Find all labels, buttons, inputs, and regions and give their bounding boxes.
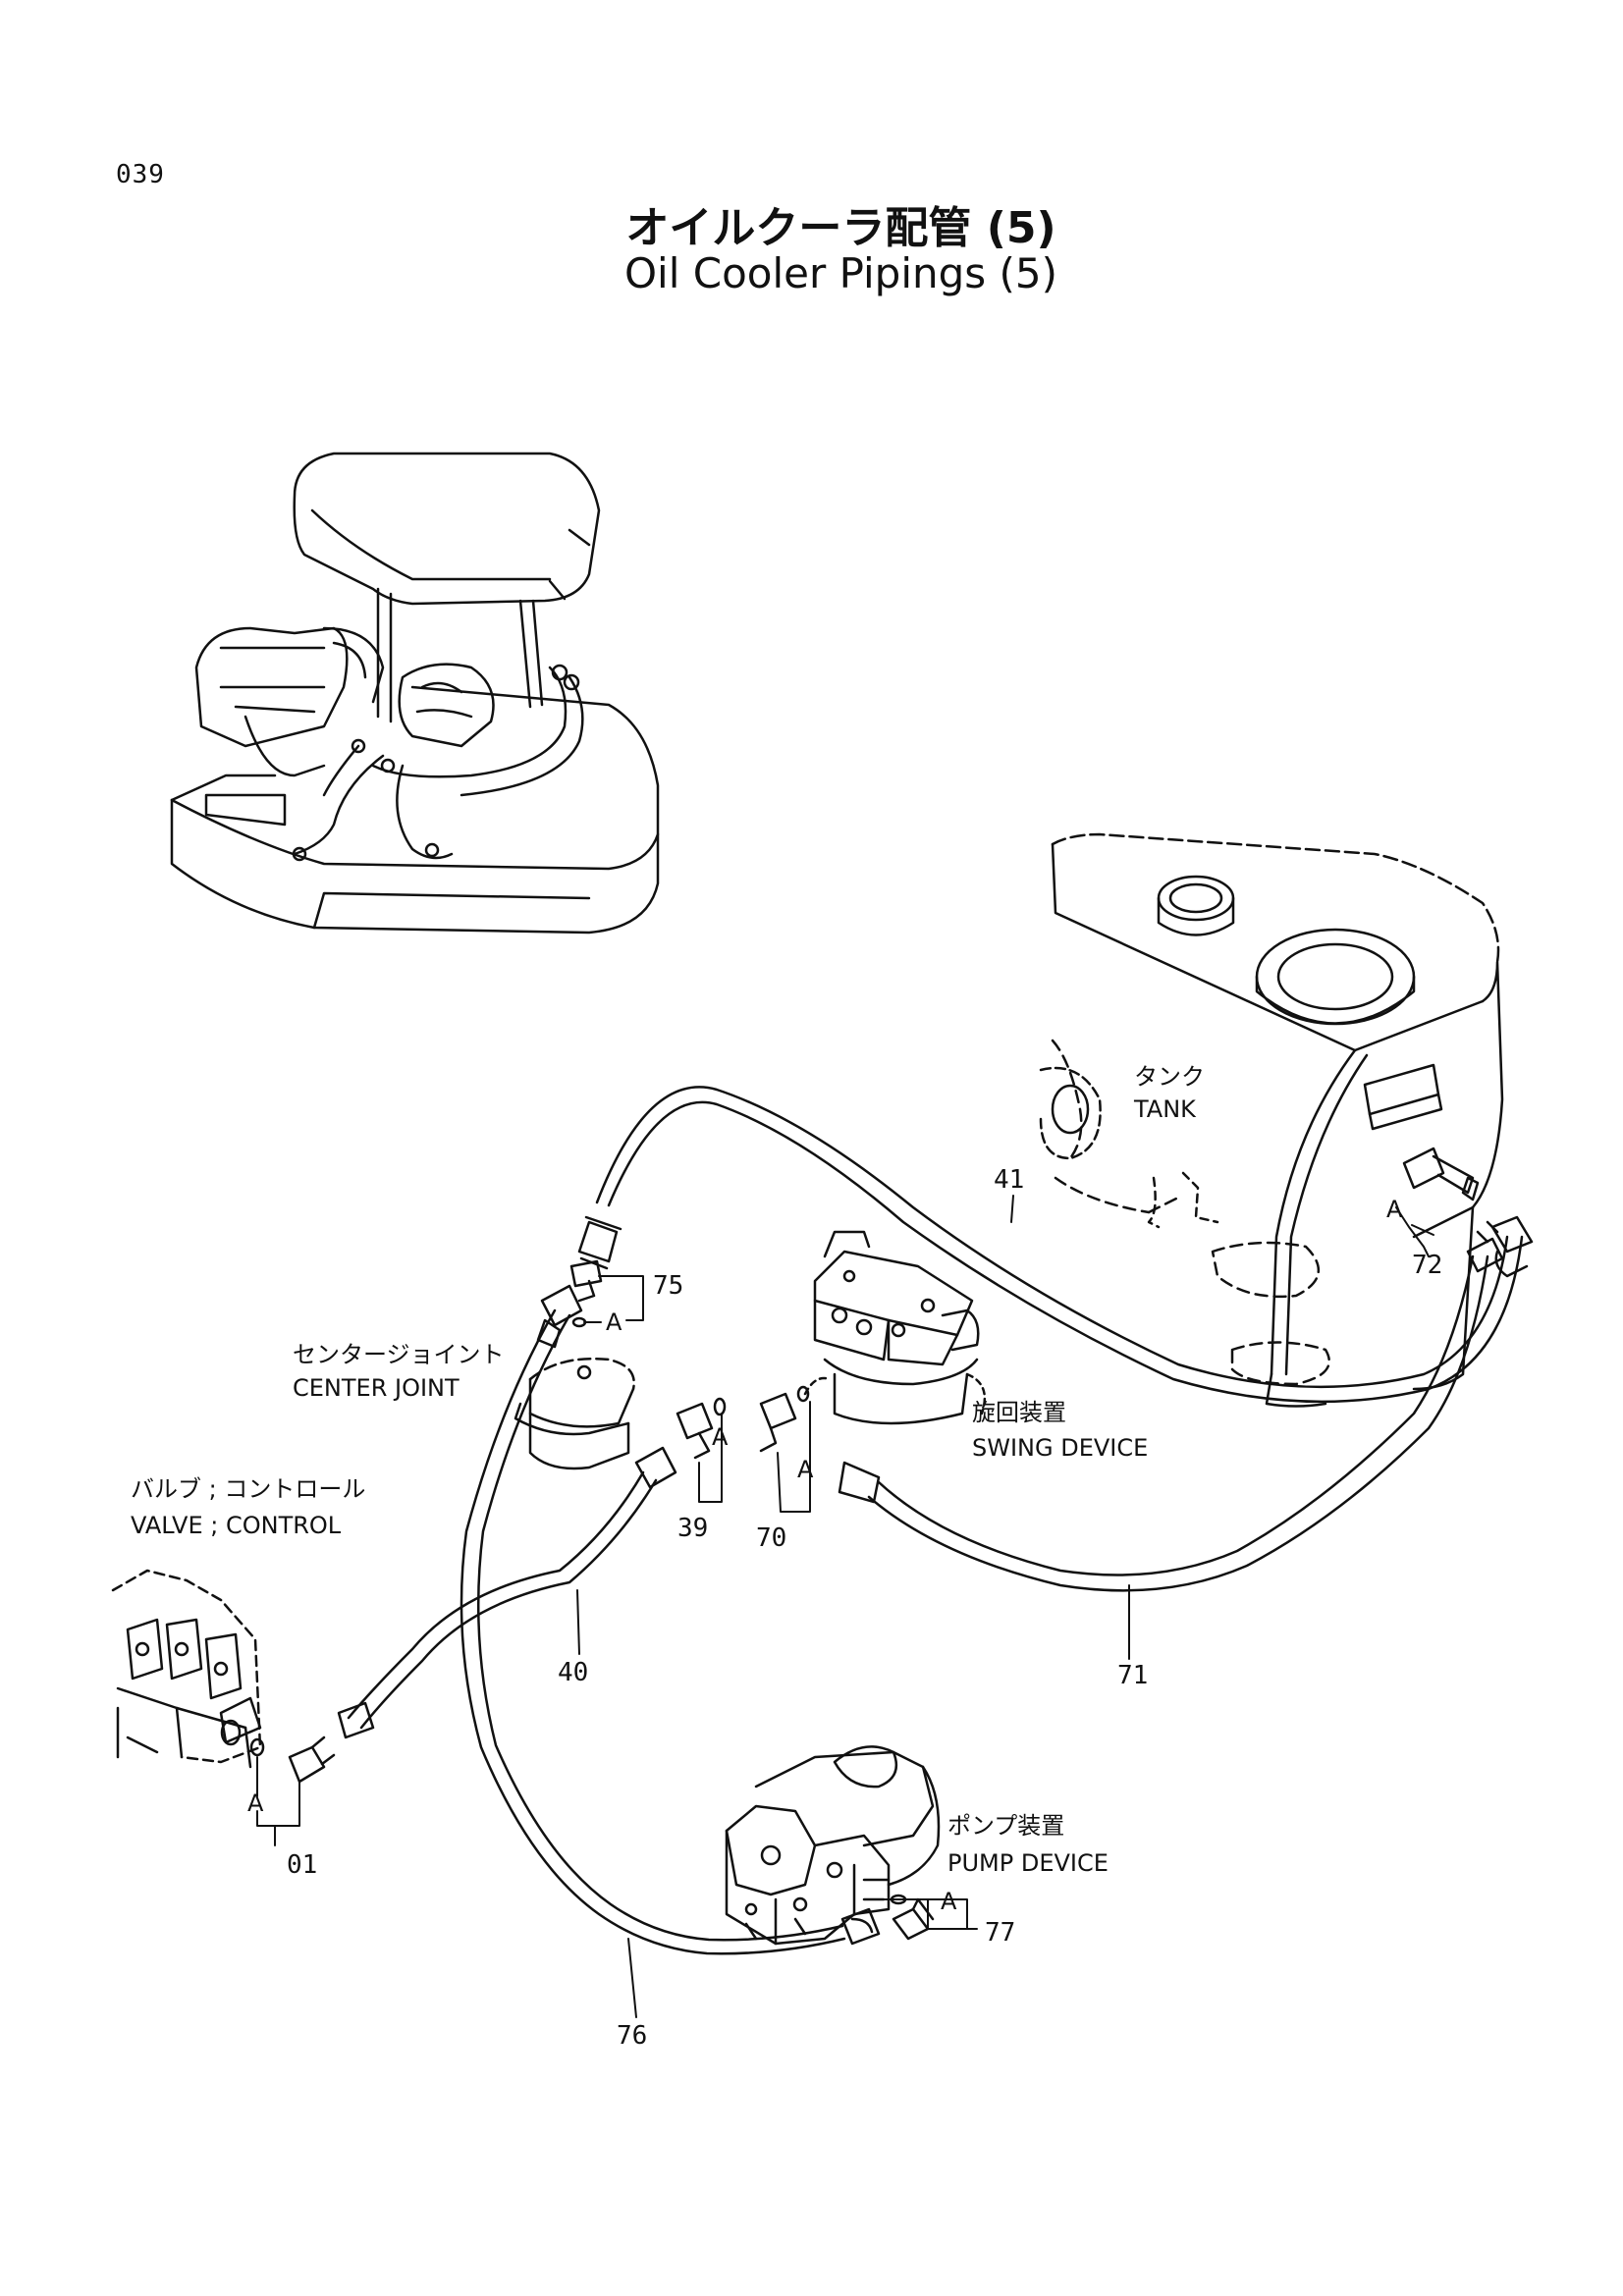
detail-marker-a-77: A [941, 1888, 957, 1915]
detail-marker-a-01: A [247, 1789, 264, 1817]
machine-overview-illustration [170, 452, 660, 934]
hose-71 [838, 1237, 1504, 1592]
valve-control-label-jp: バルブ ; コントロール [131, 1475, 365, 1503]
detail-marker-a-75: A [606, 1308, 622, 1336]
pump-device-label-jp: ポンプ装置 [947, 1812, 1064, 1840]
leader-lines [256, 1195, 1434, 2018]
hose-41 [577, 1086, 1534, 1404]
part-number-70: 70 [756, 1523, 786, 1553]
hose-40 [337, 1446, 677, 1739]
valve-control-label-en: VALVE ; CONTROL [131, 1512, 342, 1539]
page-title-japanese: オイルクーラ配管 (5) [625, 203, 1056, 253]
part-number-76: 76 [617, 2021, 647, 2051]
part-number-01: 01 [287, 1850, 317, 1880]
part-number-77: 77 [985, 1918, 1015, 1948]
pump-device-label-en: PUMP DEVICE [947, 1849, 1109, 1877]
center-joint-label-jp: センタージョイント [293, 1341, 505, 1368]
detail-marker-a-72: A [1386, 1196, 1403, 1223]
pump-device-illustration [725, 1745, 941, 1946]
part-number-39: 39 [677, 1514, 708, 1543]
hose-76 [460, 1284, 881, 1955]
center-joint-illustration [514, 1357, 635, 1470]
swing-device-label-jp: 旋回装置 [972, 1399, 1066, 1426]
swing-device-illustration [803, 1230, 987, 1425]
detail-marker-a-70: A [797, 1456, 814, 1483]
detail-markers: A A A A A A [247, 1196, 1403, 1915]
tank-label-jp: タンク [1134, 1063, 1205, 1091]
part-number-72: 72 [1412, 1251, 1442, 1280]
part-number-40: 40 [558, 1658, 588, 1687]
part-number-75: 75 [653, 1271, 683, 1301]
part-number-71: 71 [1117, 1661, 1148, 1690]
page-number: 039 [116, 160, 165, 189]
tank-illustration [1039, 832, 1504, 1408]
valve-control-illustration [111, 1569, 262, 1769]
tank-label-en: TANK [1133, 1095, 1197, 1123]
page-title-english: Oil Cooler Pipings (5) [624, 249, 1057, 297]
part-number-labels: 41 72 75 39 70 40 71 01 76 77 [287, 1165, 1442, 2051]
center-joint-label-en: CENTER JOINT [293, 1374, 460, 1402]
detail-marker-a-39: A [712, 1423, 729, 1451]
swing-device-label-en: SWING DEVICE [972, 1434, 1148, 1462]
part-number-41: 41 [994, 1165, 1024, 1195]
component-labels: タンク TANK センタージョイント CENTER JOINT 旋回装置 SWI… [131, 1063, 1205, 1877]
